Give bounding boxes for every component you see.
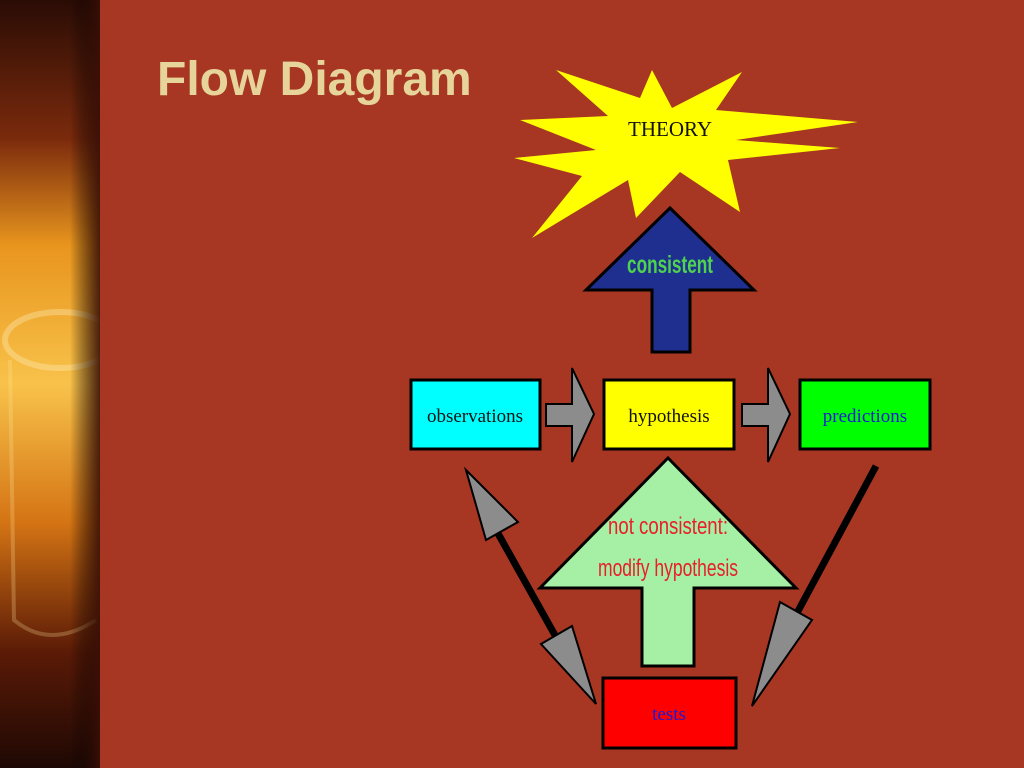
arrow-observations-to-hypothesis bbox=[545, 367, 596, 463]
theory-starburst: THEORY bbox=[514, 70, 858, 238]
tests-box-shape bbox=[601, 676, 738, 750]
observations-box: observations bbox=[409, 378, 542, 451]
hypothesis-label: hypothesis bbox=[628, 406, 709, 427]
arrow-predictions-tests bbox=[751, 464, 880, 707]
arrow-down-head-tests bbox=[539, 624, 597, 705]
observations-box-shape bbox=[409, 378, 542, 451]
arrow-down-head-tests-right bbox=[751, 600, 814, 707]
consistent-label: consistent bbox=[627, 251, 713, 279]
not-consistent-arrow-shape bbox=[536, 455, 800, 668]
tests-box: tests bbox=[601, 676, 738, 750]
consistent-arrow-shape bbox=[582, 205, 758, 354]
hypothesis-box: hypothesis bbox=[602, 378, 736, 451]
theory-burst-shape bbox=[514, 70, 858, 238]
tests-label: tests bbox=[652, 704, 686, 725]
not-consistent-arrow: not consistent: modify hypothesis bbox=[536, 455, 800, 668]
predictions-box-shape bbox=[798, 378, 932, 451]
observations-label: observations bbox=[427, 406, 523, 427]
arrow-hypothesis-to-predictions bbox=[741, 367, 792, 463]
not-consistent-label-line1: not consistent: bbox=[608, 513, 728, 540]
arrow-predictions-tests-shaft bbox=[786, 464, 880, 628]
decorative-photo-strip bbox=[0, 0, 100, 768]
arrow-up-head-observations bbox=[463, 466, 520, 542]
theory-label: THEORY bbox=[628, 117, 712, 141]
not-consistent-label-line2: modify hypothesis bbox=[598, 555, 738, 582]
predictions-label: predictions bbox=[823, 406, 907, 427]
hypothesis-box-shape bbox=[602, 378, 736, 451]
consistent-arrow: consistent bbox=[582, 205, 758, 354]
slide-title: Flow Diagram bbox=[157, 53, 472, 106]
arrow-observations-tests bbox=[463, 466, 597, 705]
predictions-box: predictions bbox=[798, 378, 932, 451]
